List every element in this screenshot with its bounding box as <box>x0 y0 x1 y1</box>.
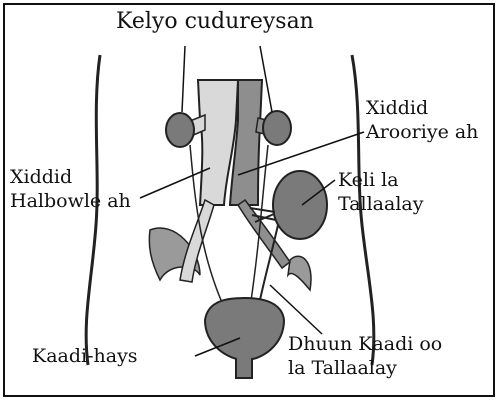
label-transplanted-kidney-line2: Tallaalay <box>338 192 423 216</box>
label-bladder: Kaadi-hays <box>32 344 138 368</box>
label-transplanted-kidney: Keli la Tallaalay <box>338 168 423 216</box>
kidney-left <box>166 113 194 147</box>
label-vein: Xiddid Halbowle ah <box>10 165 131 213</box>
kidney-right <box>263 111 291 145</box>
leader-kidneys-left <box>182 46 185 112</box>
label-vein-line1: Xiddid <box>10 165 131 189</box>
label-native-kidneys: Kelyo cudureysan <box>116 10 314 34</box>
label-transplanted-ureter-line1: Dhuun Kaadi oo <box>288 332 442 356</box>
label-vein-line2: Halbowle ah <box>10 189 131 213</box>
label-artery-line1: Xiddid <box>366 96 478 120</box>
label-artery: Xiddid Arooriye ah <box>366 96 478 144</box>
transplanted-kidney <box>273 171 327 239</box>
label-artery-line2: Arooriye ah <box>366 120 478 144</box>
label-transplanted-ureter: Dhuun Kaadi oo la Tallaalay <box>288 332 442 380</box>
label-transplanted-ureter-line2: la Tallaalay <box>288 356 442 380</box>
pelvis-right <box>288 256 311 290</box>
urethra <box>236 358 252 378</box>
leader-vein <box>140 168 210 198</box>
bladder <box>205 298 284 360</box>
label-transplanted-kidney-line1: Keli la <box>338 168 423 192</box>
